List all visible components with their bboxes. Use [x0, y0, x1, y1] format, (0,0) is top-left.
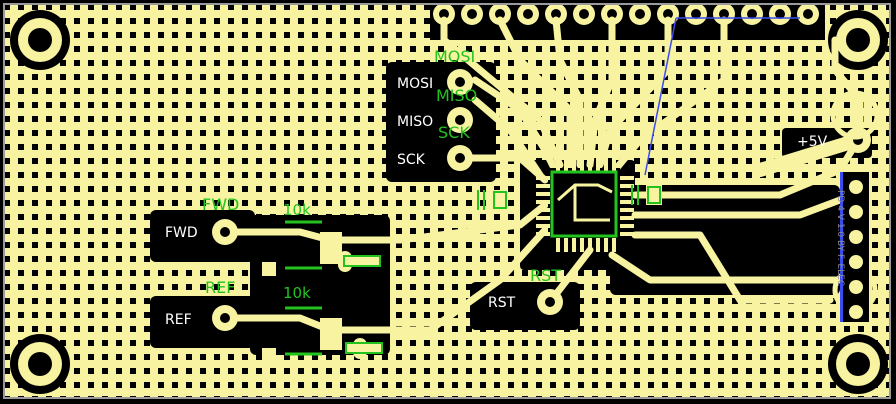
mounting-holes: [18, 18, 880, 386]
silk-miso: MISO: [436, 86, 477, 105]
edge-text: PD 4 V 1.0 BY F. ELEC: [835, 190, 845, 286]
ref-pad[interactable]: [212, 305, 238, 331]
ref-pad-label: REF: [165, 312, 192, 328]
mcu-footprint: [536, 158, 634, 252]
board-outline: [3, 3, 891, 399]
miso-pad-label: MISO: [397, 114, 433, 130]
rst-pad-label: RST: [488, 295, 516, 311]
silk-mosi: MOSI: [434, 47, 475, 66]
silk-ref: REF: [205, 278, 235, 297]
ratsnest-line: [644, 17, 800, 176]
mosi-pad[interactable]: [447, 69, 473, 95]
mosi-pad-label: MOSI: [397, 76, 433, 92]
side-connector: [840, 172, 869, 322]
rst-pad[interactable]: [537, 289, 563, 315]
fwd-pad[interactable]: [212, 219, 238, 245]
sck-pad[interactable]: [447, 145, 473, 171]
vcc-pad-label: +5V: [797, 134, 828, 150]
silk-r2: 10k: [283, 284, 311, 302]
silk-rst: RST: [530, 266, 561, 285]
copper-traces: [221, 16, 864, 334]
miso-pad[interactable]: [447, 107, 473, 133]
silk-sck: SCK: [438, 123, 470, 142]
smd-components: [262, 185, 662, 362]
sck-pad-label: SCK: [397, 152, 426, 168]
fwd-pad-label: FWD: [165, 225, 198, 241]
silk-r1: 10k: [283, 201, 311, 219]
header-pads[interactable]: [433, 3, 819, 25]
silk-fwd: FWD: [202, 195, 239, 214]
